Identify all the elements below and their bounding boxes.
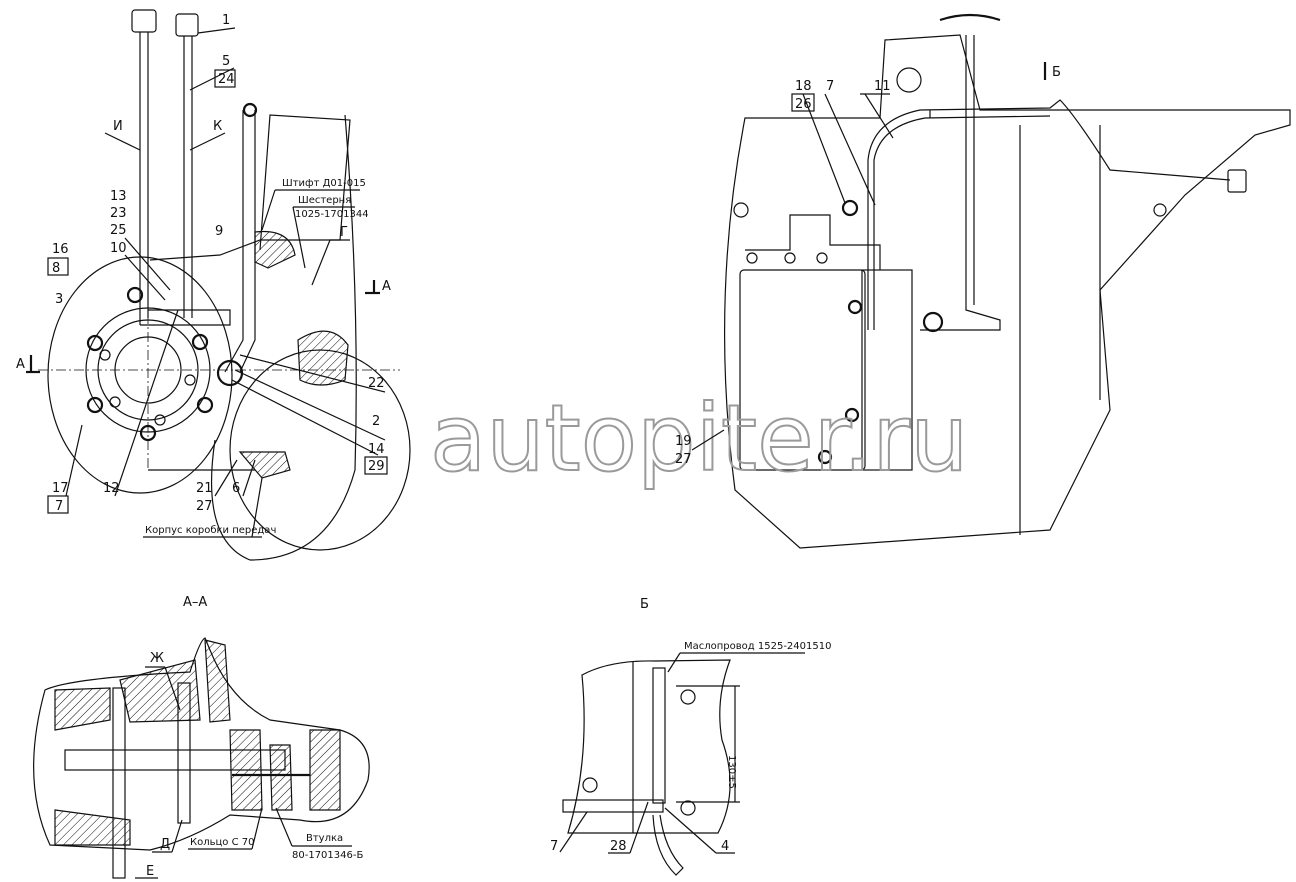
linkage [140, 309, 231, 326]
callout-11: 11 [874, 79, 891, 94]
section-a-a-title: А–А [183, 595, 207, 610]
callout-2: 2 [372, 414, 380, 429]
watermark: autopiter.ru [430, 385, 968, 492]
rod-I [131, 9, 157, 325]
callout-27-side: 27 [675, 452, 692, 467]
callout-16: 16 [52, 242, 69, 257]
bolts [86, 286, 214, 442]
view-b-labels: Маслопровод 1525-2401510 130±5 7 28 4 [550, 641, 831, 854]
fitting [216, 359, 244, 387]
callout-17: 17 [52, 481, 69, 496]
callout-23: 23 [110, 206, 127, 221]
cover [739, 269, 866, 471]
oil-pipe [224, 110, 256, 373]
main-view [38, 9, 411, 561]
section-a-a: А–А [33, 595, 370, 879]
label-gearbox-housing: Корпус коробки передач [145, 525, 276, 536]
housing-section [567, 659, 731, 834]
callout-22: 22 [368, 376, 385, 391]
side-view-labels: 18 26 7 11 Б 19 27 [675, 62, 1061, 467]
callout-E: Е [146, 864, 154, 879]
callout-3: 3 [55, 292, 63, 307]
callout-25: 25 [110, 223, 127, 238]
label-gear: Шестерня [298, 195, 351, 206]
callout-4: 4 [721, 839, 729, 854]
label-ring: Кольцо С 70 [190, 837, 255, 848]
callout-D: Д [160, 837, 170, 852]
callout-7-side: 7 [826, 79, 834, 94]
side-view: autopiter.ru [429, 13, 1291, 549]
label-bushing: Втулка [306, 833, 343, 844]
callout-29: 29 [368, 459, 385, 474]
shaft-D [177, 682, 191, 824]
callout-7: 7 [55, 499, 63, 514]
dipstick-handle [939, 13, 1001, 22]
callout-18: 18 [795, 79, 812, 94]
view-b-title: Б [640, 597, 649, 612]
callout-1: 1 [222, 13, 230, 28]
section-mark-a-right: А [382, 279, 391, 294]
housing-curve [210, 114, 357, 561]
callout-10: 10 [110, 241, 127, 256]
callout-7-b: 7 [550, 839, 558, 854]
main-view-labels: 1 5 24 И К 13 23 25 10 9 16 8 3 А А Штиф… [16, 13, 391, 538]
label-gear-number: 1025-1701344 [295, 209, 369, 220]
callout-24: 24 [218, 72, 235, 87]
bolts [733, 67, 1167, 465]
label-pin: Штифт Д01-015 [282, 178, 366, 189]
rod-K [175, 13, 199, 318]
callout-27: 27 [196, 499, 213, 514]
callout-14: 14 [368, 442, 385, 457]
callout-G: Г [340, 225, 348, 240]
callout-I: И [113, 119, 123, 134]
view-mark-b: Б [1052, 65, 1061, 80]
callout-8: 8 [52, 261, 60, 276]
callout-5: 5 [222, 54, 230, 69]
callout-Zh: Ж [150, 651, 164, 666]
callout-9: 9 [215, 224, 223, 239]
callout-21: 21 [196, 481, 213, 496]
section-mark-a-left: А [16, 357, 25, 372]
callout-19: 19 [675, 434, 692, 449]
callout-28: 28 [610, 839, 627, 854]
label-bushing-number: 80-1701346-Б [292, 850, 363, 861]
callout-K: К [213, 119, 222, 134]
callout-26: 26 [795, 97, 812, 112]
label-oil-line: Маслопровод 1525-2401510 [684, 641, 831, 652]
section-a-a-labels: Ж Д Е Кольцо С 70 Втулка 80-1701346-Б [135, 651, 363, 879]
dimension-130: 130±5 [726, 755, 737, 789]
oil-pipe [867, 99, 1231, 330]
oil-pipe [652, 667, 666, 804]
callout-6: 6 [232, 481, 240, 496]
callout-13: 13 [110, 189, 127, 204]
housing-outline [724, 34, 1291, 549]
shaft-E [112, 687, 126, 879]
callout-12: 12 [103, 481, 120, 496]
view-b: Б [562, 597, 740, 876]
dipstick [920, 35, 1001, 331]
